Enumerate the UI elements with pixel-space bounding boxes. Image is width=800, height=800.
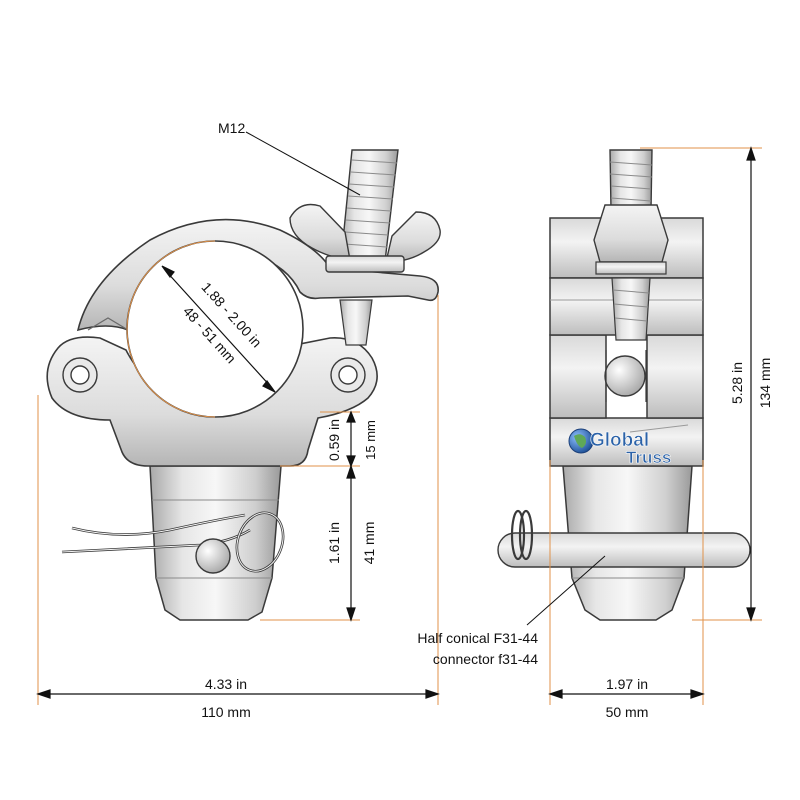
spigot-mm-label: 41 mm <box>361 522 377 565</box>
thread-label: M12 <box>218 120 245 136</box>
side-view: Global Truss <box>497 149 751 621</box>
dimension-lines <box>36 131 756 699</box>
connector-label-line2: connector f31-44 <box>433 651 538 667</box>
global-truss-logo: Global Truss <box>568 424 689 467</box>
spigot-in-label: 1.61 in <box>326 522 342 564</box>
width-mm-label: 110 mm <box>201 704 251 720</box>
connector-label-line1: Half conical F31-44 <box>417 630 538 646</box>
safety-clip <box>61 511 285 574</box>
extension-lines <box>37 147 762 705</box>
threaded-bolt <box>339 149 399 271</box>
front-view <box>46 149 441 621</box>
height-mm-label: 134 mm <box>757 358 773 409</box>
plate-mm-label: 15 mm <box>363 420 378 460</box>
wing-nut <box>289 203 441 273</box>
logo-word-truss: Truss <box>626 448 671 467</box>
logo-word-global: Global <box>590 430 649 451</box>
depth-in-label: 1.97 in <box>606 676 648 692</box>
plate-in-label: 0.59 in <box>326 419 342 461</box>
depth-mm-label: 50 mm <box>606 704 649 720</box>
height-in-label: 5.28 in <box>729 362 745 404</box>
width-in-label: 4.33 in <box>205 676 247 692</box>
